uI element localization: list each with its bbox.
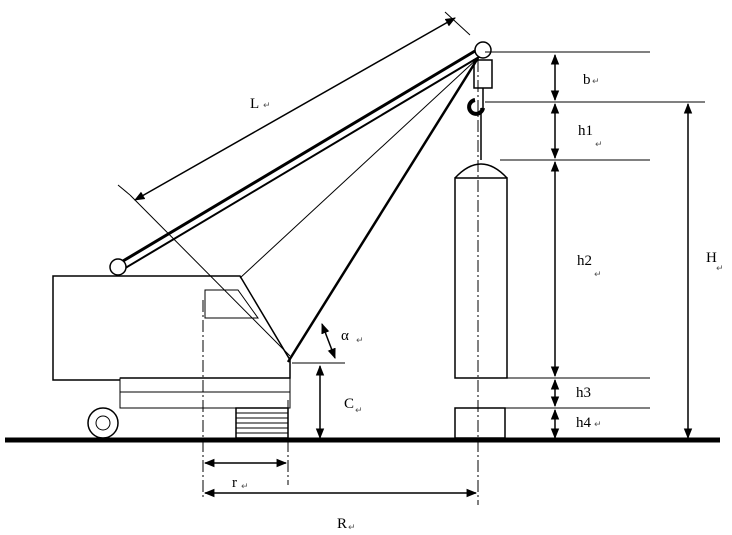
return-mark: ↵ — [595, 140, 603, 150]
label-R: R — [337, 516, 347, 532]
dim-arrow-L — [134, 17, 456, 201]
return-mark: ↵ — [348, 523, 356, 533]
label-C: C — [344, 396, 354, 412]
return-mark: ↵ — [355, 406, 363, 416]
counterweight-block — [235, 407, 289, 439]
label-L: L — [250, 96, 259, 112]
boom-foot-pin — [109, 258, 127, 276]
return-mark: ↵ — [716, 264, 724, 274]
pile-load — [454, 108, 508, 439]
return-mark: ↵ — [592, 77, 600, 87]
label-r: r — [232, 475, 237, 491]
return-mark: ↵ — [356, 336, 364, 346]
boom — [109, 41, 492, 276]
crane-wheel — [87, 407, 119, 439]
label-h3: h3 — [576, 385, 591, 401]
label-alpha: α — [341, 328, 349, 344]
return-mark: ↵ — [594, 420, 602, 430]
boom-head-sheave — [474, 41, 492, 59]
label-h4: h4 — [576, 415, 592, 431]
angle-arrow-alpha — [321, 323, 336, 359]
label-h1: h1 — [578, 123, 593, 139]
crane-body — [52, 275, 291, 439]
label-H: H — [706, 250, 717, 266]
return-mark: ↵ — [263, 101, 271, 111]
return-mark: ↵ — [241, 482, 249, 492]
label-h2: h2 — [577, 253, 592, 269]
label-b: b — [583, 72, 591, 88]
return-mark: ↵ — [594, 270, 602, 280]
